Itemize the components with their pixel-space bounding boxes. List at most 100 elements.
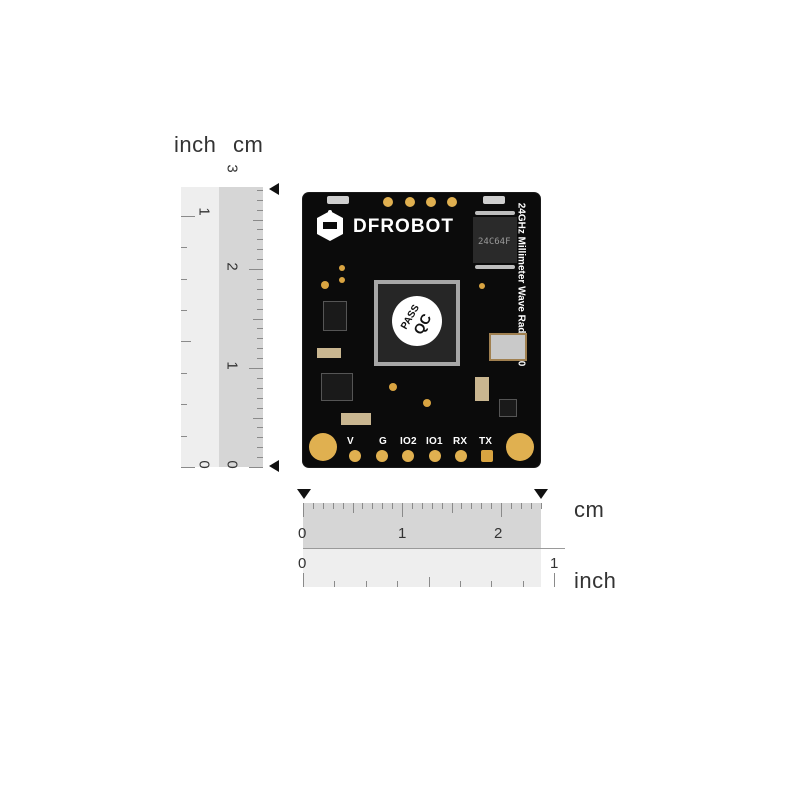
vertical-cm-tick — [257, 239, 263, 241]
vertical-inch-number-1: 1 — [195, 207, 213, 216]
horizontal-cm-tick — [392, 503, 394, 509]
mount-hole-left — [309, 433, 337, 461]
vertical-cm-tick — [257, 437, 263, 439]
pin-label-io2: IO2 — [400, 436, 417, 447]
mount-hole-right — [506, 433, 534, 461]
vertical-cm-number-0: 0 — [223, 460, 241, 469]
horizontal-cm-tick — [510, 503, 512, 509]
vertical-cm-ruler — [219, 187, 263, 467]
capacitor-bottom-left — [341, 413, 371, 425]
header-pin-g — [376, 450, 388, 462]
horizontal-cm-number-1: 1 — [398, 525, 407, 542]
header-pin-v — [349, 450, 361, 462]
horizontal-inch-number-1: 1 — [550, 555, 559, 572]
vertical-cm-tick — [249, 269, 263, 270]
horizontal-cm-tick — [322, 503, 324, 509]
top-via-3 — [426, 197, 436, 207]
horizontal-cm-tick — [303, 503, 304, 517]
inch-label-bottom: inch — [574, 568, 617, 593]
main-mcu-chip: PASS QC — [374, 280, 460, 366]
horizontal-inch-tick — [522, 581, 524, 587]
pin-label-g: G — [379, 436, 387, 447]
vertical-cm-tick — [253, 318, 263, 320]
vertical-cm-tick — [257, 308, 263, 310]
horizontal-inch-tick — [460, 581, 461, 587]
radar-pcb-board: DFROBOT 24GHz Millimeter Wave Radar V1.0… — [303, 193, 540, 467]
vertical-inch-tick — [181, 278, 187, 280]
horizontal-inch-tick — [303, 573, 304, 587]
horizontal-inch-number-0: 0 — [298, 555, 307, 572]
vertical-cm-tick — [257, 447, 263, 449]
eeprom-chip-marking: 24C64F — [478, 237, 511, 247]
inch-label-top: inch — [174, 132, 217, 157]
horizontal-cm-tick — [540, 503, 542, 509]
vertical-inch-number-0: 0 — [195, 460, 213, 469]
horizontal-cm-tick — [342, 503, 344, 509]
vertical-inch-tick — [181, 215, 195, 217]
capacitor-left — [317, 348, 341, 358]
header-pin-io2 — [402, 450, 414, 462]
vertical-cm-tick — [257, 427, 263, 429]
top-via-4 — [447, 197, 457, 207]
vertical-inch-tick — [181, 404, 187, 406]
horizontal-cm-number-2: 2 — [494, 525, 503, 542]
horizontal-cm-tick — [332, 503, 334, 509]
pad-f — [423, 399, 431, 407]
vertical-bottom-arrow-icon — [269, 460, 279, 472]
horizontal-cm-tick — [411, 503, 413, 509]
vertical-cm-tick — [257, 397, 263, 399]
horizontal-left-arrow-icon — [297, 489, 311, 499]
vertical-cm-tick — [257, 328, 263, 330]
pad-a — [339, 265, 345, 271]
horizontal-cm-tick — [481, 503, 483, 509]
vertical-cm-tick — [257, 407, 263, 409]
vertical-cm-tick — [257, 259, 263, 261]
vertical-cm-tick — [257, 298, 263, 300]
horizontal-inch-ruler — [303, 549, 541, 587]
horizontal-cm-tick — [372, 503, 374, 509]
small-chip-right — [499, 399, 517, 417]
pin-label-v: V — [347, 436, 354, 447]
pad-d — [479, 283, 485, 289]
horizontal-inch-tick — [428, 577, 430, 587]
horizontal-inch-tick — [491, 581, 493, 587]
eeprom-pins-bottom — [475, 265, 515, 269]
regulator-chip — [321, 373, 353, 401]
top-via-1 — [383, 197, 393, 207]
horizontal-inch-tick — [365, 581, 367, 587]
horizontal-cm-tick — [520, 503, 522, 509]
vertical-cm-tick — [257, 387, 263, 389]
horizontal-inch-tick — [334, 581, 336, 587]
vertical-cm-tick — [257, 348, 263, 350]
vertical-cm-number-3: 3 — [223, 164, 241, 173]
vertical-cm-tick — [249, 368, 263, 369]
capacitor-right — [475, 377, 489, 401]
vertical-cm-tick — [257, 209, 263, 211]
vertical-cm-tick — [257, 189, 263, 191]
vertical-cm-tick — [257, 457, 263, 459]
horizontal-cm-tick — [461, 503, 463, 509]
vertical-inch-tick — [181, 467, 195, 468]
vertical-cm-tick — [257, 278, 263, 280]
vertical-cm-tick — [257, 229, 263, 231]
small-chip-left — [323, 301, 347, 331]
pin-label-rx: RX — [453, 436, 468, 447]
horizontal-cm-tick — [451, 503, 453, 513]
vertical-cm-number-1: 1 — [223, 361, 241, 370]
horizontal-inch-tick — [397, 581, 399, 587]
horizontal-cm-tick — [421, 503, 423, 509]
pin-label-io1: IO1 — [426, 436, 443, 447]
horizontal-right-arrow-icon — [534, 489, 548, 499]
eeprom-chip: 24C64F — [473, 217, 517, 263]
horizontal-cm-tick — [491, 503, 493, 509]
crystal — [489, 333, 527, 361]
cm-label-top: cm — [233, 132, 264, 157]
top-via-2 — [405, 197, 415, 207]
horizontal-cm-tick — [471, 503, 473, 509]
header-pin-io1 — [429, 450, 441, 462]
horizontal-cm-tick — [312, 503, 314, 509]
horizontal-cm-number-0: 0 — [298, 525, 307, 542]
horizontal-cm-tick — [431, 503, 433, 509]
horizontal-cm-tick — [402, 503, 403, 517]
vertical-inch-tick — [181, 435, 187, 437]
